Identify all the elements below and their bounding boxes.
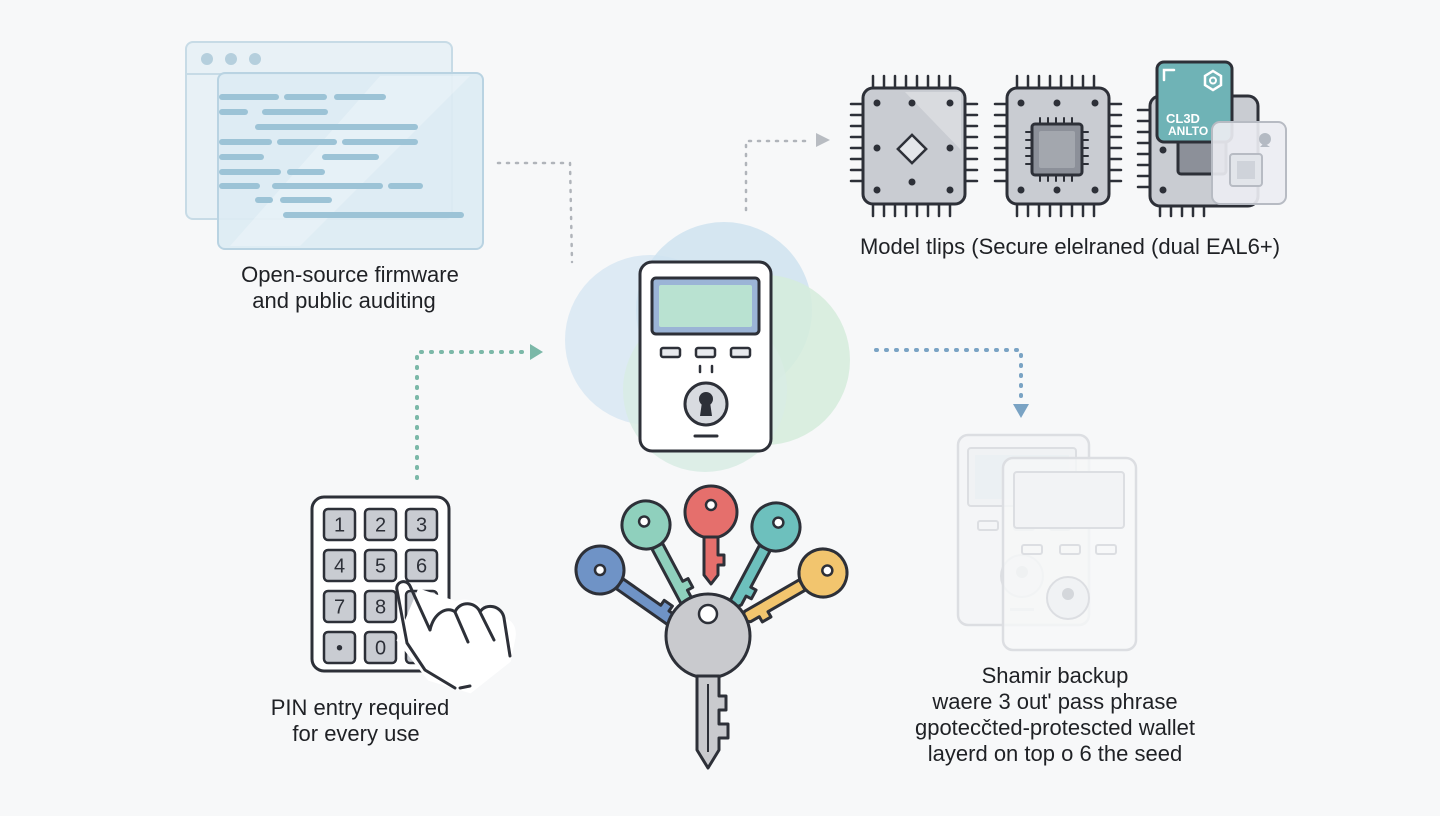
- keypad-key: 6: [404, 548, 439, 583]
- keypad-key: 5: [363, 548, 398, 583]
- pointing-hand-icon: [395, 580, 516, 694]
- shamir-keys-icon: [574, 484, 849, 770]
- firmware-label: Open-source firmware and public auditing: [210, 262, 490, 314]
- connector-device-to-backup: [874, 348, 1029, 418]
- chip-badge-line-2: ANLTO: [1168, 124, 1208, 138]
- arrowhead-down-icon: [1013, 404, 1029, 418]
- shamir-label-line-1: Shamir backup: [981, 663, 1129, 688]
- keypad-key: 7: [322, 589, 357, 624]
- keypad-key: 8: [363, 589, 398, 624]
- keypad-key: 2: [363, 507, 398, 542]
- keypad-key: •: [322, 630, 357, 665]
- keypad-key-label: 2: [375, 515, 386, 537]
- keypad-key-label: 7: [334, 597, 345, 619]
- keypad-key-label: 0: [375, 638, 386, 660]
- keypad-key-label: 6: [416, 556, 427, 578]
- chip-3: CL3D ANLTO: [1136, 60, 1287, 218]
- keypad-key-label: 1: [334, 515, 345, 537]
- connector-device-to-chips: [744, 133, 830, 212]
- shamir-label-line-3: gpotecčted-protescted wallet: [914, 715, 1196, 740]
- keypad-key: 1: [322, 507, 357, 542]
- shamir-label-line-2: waere 3 out' pass phrase: [932, 689, 1178, 714]
- pin-label-line-1: PIN entry required: [270, 695, 450, 720]
- keypad-key: 0: [363, 630, 398, 665]
- key-mint: [620, 499, 695, 611]
- keypad-key: 3: [404, 507, 439, 542]
- firmware-label-line-2: and public auditing: [252, 288, 436, 313]
- keypad-key-label: 5: [375, 556, 386, 578]
- pin-label: PIN entry required for every use: [240, 695, 480, 747]
- keypad-key-label: 3: [416, 515, 427, 537]
- backup-devices-icon: [956, 433, 1138, 652]
- connector-pin-to-device: [415, 344, 543, 480]
- connector-firmware-to-device: [496, 161, 574, 264]
- arrowhead-right-icon: [530, 344, 543, 360]
- keypad-key-label: 4: [334, 556, 345, 578]
- key-teal: [729, 501, 802, 611]
- chip-2: [993, 74, 1123, 218]
- key-blue: [574, 544, 682, 629]
- code-windows-icon: [185, 41, 484, 250]
- key-red: [683, 484, 739, 586]
- chip-1: [849, 74, 979, 218]
- arrowhead-right-icon: [816, 133, 830, 147]
- shamir-label-line-4: layerd on top o 6 the seed: [927, 741, 1183, 766]
- chip-badge-line-1: CL3D: [1166, 111, 1200, 126]
- key-gray-main: [664, 592, 752, 770]
- shamir-label: Shamir backup waere 3 out' pass phrase g…: [880, 663, 1230, 767]
- keypad-key: 4: [322, 548, 357, 583]
- chips-label: Model tlips (Secure elelraned (dual EAL6…: [830, 234, 1310, 260]
- hardware-wallet-icon: [638, 260, 773, 453]
- secure-chip-icon: CL3D ANLTO: [849, 60, 1287, 218]
- firmware-label-line-1: Open-source firmware: [241, 262, 459, 287]
- pin-label-line-2: for every use: [292, 721, 420, 746]
- keypad-key-label: 8: [375, 597, 386, 619]
- chips-label-text: Model tlips (Secure elelraned (dual EAL6…: [859, 234, 1281, 259]
- keypad-key-label: •: [336, 638, 343, 660]
